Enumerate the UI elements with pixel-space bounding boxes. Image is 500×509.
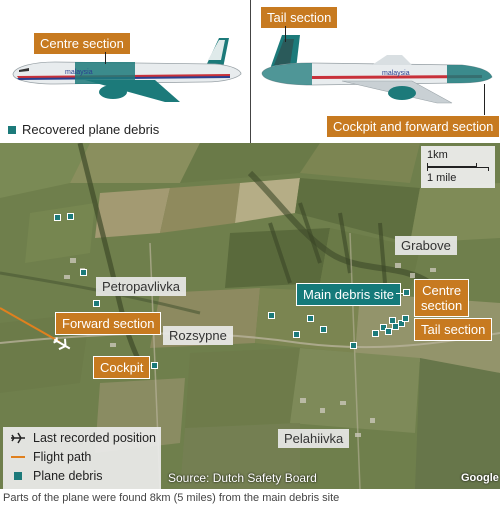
legend-flight-path: Flight path [9,450,91,464]
aircraft-diagram-panel: malaysia Centre section malaysia Tail se… [0,0,500,143]
debris-marker [403,289,410,296]
debris-marker [380,324,387,331]
source-credit: Source: Dutch Safety Board [168,471,317,485]
legend-flight-path-label: Flight path [33,450,92,464]
airline-logo-text-right: malaysia [382,70,410,77]
legend-plane-debris: Plane debris [9,469,103,483]
tail-section-map-callout: Tail section [414,318,493,341]
place-rozsypne: Rozsypne [163,326,233,345]
tail-section-callout: Tail section [260,6,339,29]
main-debris-site-label: Main debris site [296,283,402,306]
main-debris-leader [396,293,404,294]
debris-marker [372,330,379,337]
recovered-debris-label: Recovered plane debris [22,122,160,137]
flight-path-line [0,307,61,343]
debris-marker [80,269,87,276]
debris-marker [320,326,327,333]
map-scale: 1km 1 mile [421,146,495,188]
scale-mile-bar [427,167,489,171]
last-position-plane-icon [53,337,71,351]
panel-divider [250,0,251,143]
google-attribution: Google [461,472,499,484]
debris-marker [307,315,314,322]
forward-section-map-callout: Forward section [55,312,162,335]
aircraft-centre-section-illustration: malaysia [12,38,242,102]
map-legend: Last recorded position Flight path Plane… [3,427,161,489]
debris-marker [268,312,275,319]
cockpit-forward-callout: Cockpit and forward section [326,115,500,138]
legend-plane-debris-label: Plane debris [33,469,103,483]
place-pelahiivka: Pelahiivka [278,429,350,448]
tail-leader-line [285,26,286,42]
aircraft-tail-cockpit-illustration: malaysia [261,35,493,104]
satellite-map[interactable]: 1km 1 mile Petropavlivka Rozsypne Grabov… [0,143,500,489]
scale-km-bar [427,163,477,167]
debris-square-icon [9,469,27,483]
caption: Parts of the plane were found 8km (5 mil… [3,492,340,504]
plane-outline-icon [9,431,27,445]
debris-marker [402,315,409,322]
place-grabove: Grabove [395,236,457,255]
debris-marker [385,328,392,335]
debris-square-icon [8,125,16,134]
place-petropavlivka: Petropavlivka [96,277,187,296]
debris-marker [67,213,74,220]
debris-marker [398,320,405,327]
debris-marker [389,317,396,324]
centre-section-callout: Centre section [33,32,131,55]
debris-marker [293,331,300,338]
airline-logo-text: malaysia [65,69,93,76]
centre-section-map-callout: Centre section [414,279,470,317]
flight-path-line-icon [9,450,27,464]
legend-last-position: Last recorded position [9,431,156,445]
cockpit-map-callout: Cockpit [93,356,151,379]
legend-last-position-label: Last recorded position [33,431,156,445]
scale-km-label: 1km [427,149,448,161]
scale-mile-label: 1 mile [427,172,457,184]
recovered-debris-legend: Recovered plane debris [8,122,159,137]
debris-marker [93,300,100,307]
debris-marker [350,342,357,349]
debris-marker [54,214,61,221]
centre-leader-line [105,52,106,64]
debris-marker [151,362,158,369]
cockpit-leader-line [484,84,485,115]
